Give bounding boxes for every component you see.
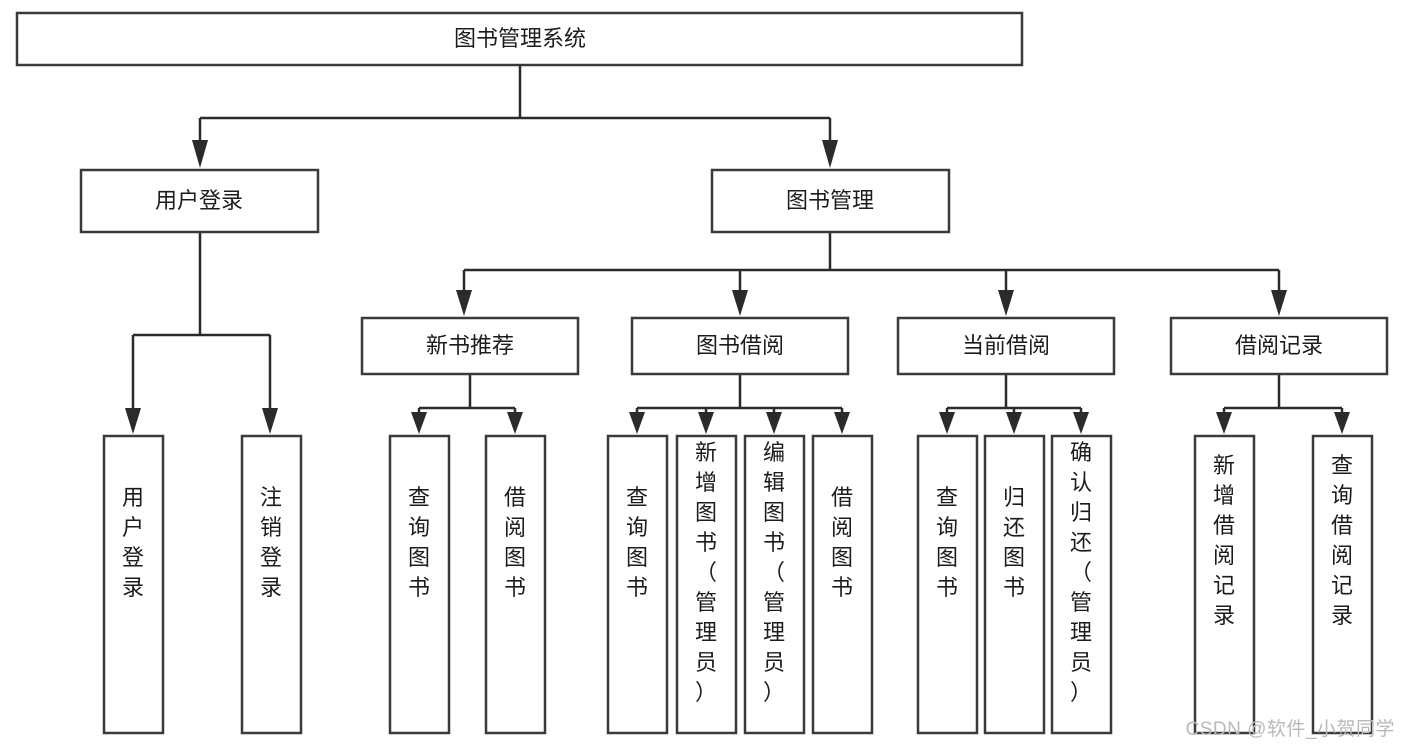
node-leaf-user-logout-label: 注销登录 [260, 485, 282, 600]
arrow-nbr-leaf2 [507, 412, 523, 434]
arrow-bm-to-borrow-record [1271, 290, 1287, 316]
node-book-manage[interactable]: 图书管理 [710, 168, 951, 234]
connector-group-new-book-recommend [411, 374, 523, 434]
node-leaf-edit-book[interactable]: 编辑图书（管理员） [743, 434, 806, 735]
node-leaf-return-book[interactable]: 归还图书 [983, 434, 1046, 735]
node-leaf-query-record-box[interactable] [1311, 434, 1374, 735]
node-root-label: 图书管理系统 [454, 26, 586, 51]
node-leaf-return-book-box[interactable] [983, 434, 1046, 735]
node-leaf-add-book-label: 新增图书（管理员） [695, 440, 717, 705]
arrow-root-to-book-manage [822, 140, 838, 168]
node-leaf-user-login[interactable]: 用户登录 [102, 434, 165, 735]
node-borrow-record[interactable]: 借阅记录 [1169, 316, 1389, 376]
node-leaf-query-book-3-label: 查询图书 [936, 485, 958, 600]
node-leaf-confirm-return[interactable]: 确认归还（管理员） [1050, 434, 1113, 735]
arrow-bb-leaf4 [834, 412, 850, 434]
node-leaf-user-login-label: 用户登录 [122, 485, 144, 600]
node-leaf-edit-book-box[interactable] [743, 434, 806, 735]
node-leaf-query-book-3[interactable]: 查询图书 [916, 434, 979, 735]
node-user-login-box[interactable] [79, 168, 320, 234]
arrow-user-login-leaf2 [262, 408, 278, 434]
node-book-manage-box[interactable] [710, 168, 951, 234]
arrow-cb-leaf1 [939, 412, 955, 434]
node-current-borrow-label: 当前借阅 [962, 333, 1050, 358]
node-leaf-user-logout[interactable]: 注销登录 [240, 434, 303, 735]
node-leaf-edit-book-label: 编辑图书（管理员） [763, 440, 785, 705]
node-leaf-query-record[interactable]: 查询借阅记录 [1311, 434, 1374, 735]
node-leaf-borrow-book-1[interactable]: 借阅图书 [484, 434, 547, 735]
node-leaf-query-book-1-label: 查询图书 [408, 485, 430, 600]
node-leaf-query-book-2[interactable]: 查询图书 [606, 434, 669, 735]
node-book-borrow-label: 图书借阅 [696, 333, 784, 358]
node-leaf-borrow-book-2-box[interactable] [811, 434, 874, 735]
arrow-br-leaf2 [1334, 412, 1350, 434]
node-user-login[interactable]: 用户登录 [79, 168, 320, 234]
node-leaf-query-book-3-box[interactable] [916, 434, 979, 735]
node-leaf-query-book-1-box[interactable] [388, 434, 451, 735]
node-current-borrow[interactable]: 当前借阅 [896, 316, 1116, 376]
arrow-bm-to-book-borrow [732, 290, 748, 316]
arrow-bb-leaf1 [629, 412, 645, 434]
node-leaf-return-book-label: 归还图书 [1003, 485, 1025, 600]
arrow-bb-leaf2 [698, 412, 714, 434]
node-new-book-recommend-label: 新书推荐 [426, 333, 514, 358]
node-leaf-borrow-book-1-label: 借阅图书 [504, 485, 526, 600]
node-user-login-label: 用户登录 [155, 188, 243, 213]
node-book-manage-label: 图书管理 [786, 188, 874, 213]
arrow-br-leaf1 [1216, 412, 1232, 434]
node-leaf-add-book-box[interactable] [675, 434, 738, 735]
node-leaf-confirm-return-box[interactable] [1050, 434, 1113, 735]
node-leaf-query-book-1[interactable]: 查询图书 [388, 434, 451, 735]
node-borrow-record-label: 借阅记录 [1235, 333, 1323, 358]
connector-group-current-borrow [939, 374, 1089, 434]
node-borrow-record-box[interactable] [1169, 316, 1389, 376]
node-book-borrow[interactable]: 图书借阅 [630, 316, 850, 376]
node-leaf-user-login-box[interactable] [102, 434, 165, 735]
arrow-root-to-user-login [192, 140, 208, 168]
connector-group-user-login [125, 232, 278, 434]
arrow-nbr-leaf1 [411, 412, 427, 434]
node-leaf-borrow-book-2-label: 借阅图书 [831, 485, 853, 600]
arrow-bm-to-new-book [456, 290, 472, 316]
node-new-book-recommend[interactable]: 新书推荐 [360, 316, 580, 376]
node-current-borrow-box[interactable] [896, 316, 1116, 376]
arrow-bm-to-current-borrow [998, 290, 1014, 316]
node-leaf-borrow-book-1-box[interactable] [484, 434, 547, 735]
node-leaf-add-book[interactable]: 新增图书（管理员） [675, 434, 738, 735]
arrow-cb-leaf3 [1073, 412, 1089, 434]
arrow-bb-leaf3 [766, 412, 782, 434]
connector-group-book-manage [456, 232, 1287, 316]
node-new-book-recommend-box[interactable] [360, 316, 580, 376]
arrow-user-login-leaf1 [125, 408, 141, 434]
node-root[interactable]: 图书管理系统 [15, 11, 1024, 67]
connector-group-borrow-record [1216, 374, 1350, 434]
connector-group-root [192, 65, 838, 168]
node-leaf-user-logout-box[interactable] [240, 434, 303, 735]
node-leaf-confirm-return-label: 确认归还（管理员） [1070, 440, 1092, 705]
node-leaf-add-record[interactable]: 新增借阅记录 [1193, 434, 1256, 735]
node-leaf-query-book-2-label: 查询图书 [626, 485, 648, 600]
node-leaf-add-record-label: 新增借阅记录 [1213, 453, 1235, 628]
node-leaf-query-book-2-box[interactable] [606, 434, 669, 735]
arrow-cb-leaf2 [1006, 412, 1022, 434]
node-leaf-borrow-book-2[interactable]: 借阅图书 [811, 434, 874, 735]
node-root-box[interactable] [15, 11, 1024, 67]
connector-group-book-borrow [629, 374, 850, 434]
node-leaf-query-record-label: 查询借阅记录 [1331, 453, 1353, 628]
node-leaf-add-record-box[interactable] [1193, 434, 1256, 735]
node-book-borrow-box[interactable] [630, 316, 850, 376]
